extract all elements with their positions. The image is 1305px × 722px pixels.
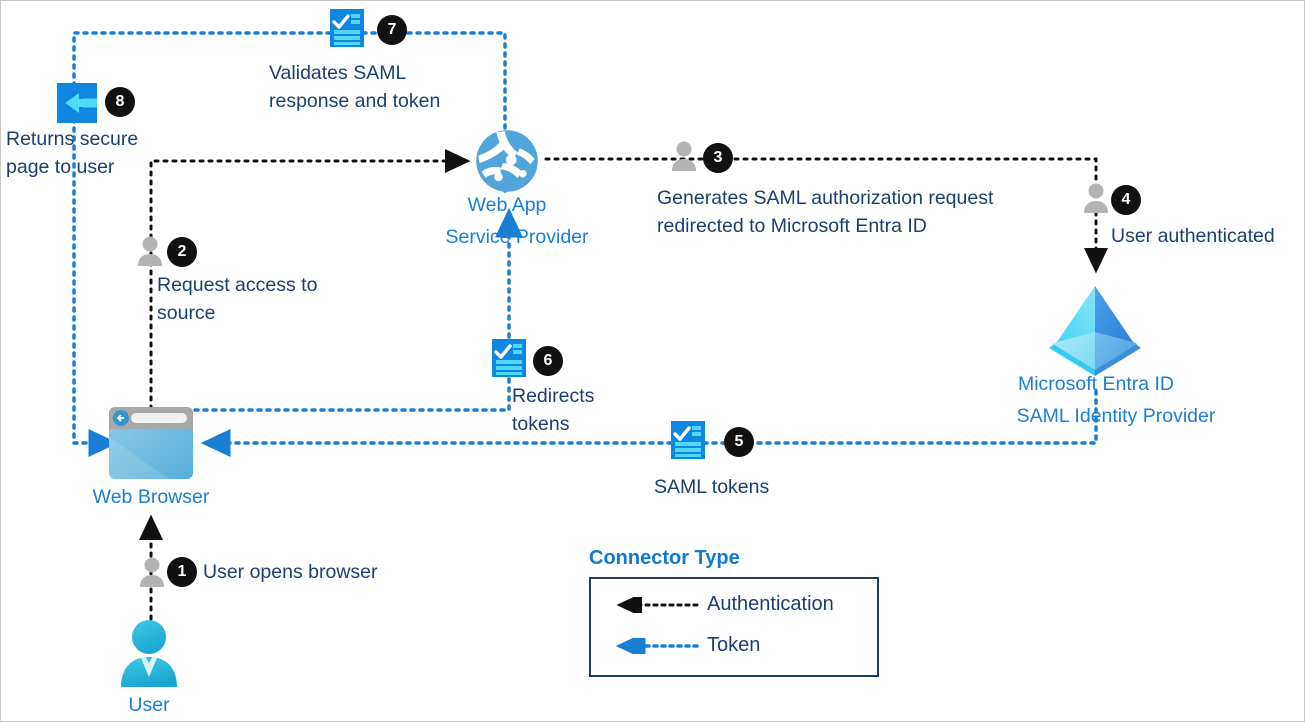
step-badge-7: 7 <box>377 15 407 45</box>
step-label-1: User opens browser <box>203 561 378 583</box>
person-icon-step2 <box>138 236 162 266</box>
token-list-icon-step7 <box>330 9 364 47</box>
legend-box <box>589 577 879 677</box>
connector-browser-to-webapp-token <box>193 207 523 412</box>
legend-swatch-authentication <box>616 597 699 613</box>
step-badge-1: 1 <box>167 557 197 587</box>
user-avatar-icon <box>121 620 177 687</box>
step-badge-8: 8 <box>105 87 135 117</box>
person-icon-step4 <box>1084 183 1108 213</box>
connector-webapp-to-browser-secure-page <box>72 31 507 457</box>
step-badge-3: 3 <box>703 143 733 173</box>
step-label-8-line2: page to user <box>6 156 115 178</box>
connector-entraid-to-browser-token <box>200 389 1098 457</box>
legend-swatch-token <box>615 638 699 654</box>
step-badge-2: 2 <box>167 237 197 267</box>
entraid-label-line1: Microsoft Entra ID <box>1017 373 1175 395</box>
entraid-label-line2: SAML Identity Provider <box>1016 405 1216 427</box>
person-icon-step3 <box>672 141 696 171</box>
step-label-2-line1: Request access to <box>157 274 318 296</box>
step-badge-5: 5 <box>724 427 754 457</box>
token-list-icon-step5 <box>671 421 705 459</box>
step-badge-4: 4 <box>1111 185 1141 215</box>
step-label-6-line1: Redirects <box>512 385 595 407</box>
entra-id-diamond-icon <box>1049 286 1141 376</box>
person-icon-step1 <box>140 557 164 587</box>
token-list-icon-step6 <box>492 339 526 377</box>
legend-label-token: Token <box>707 634 761 656</box>
step-label-3-line2: redirected to Microsoft Entra ID <box>657 215 927 237</box>
arrow-left-square-icon-step8 <box>57 83 97 123</box>
webapp-label-line2: Service Provider <box>445 226 589 248</box>
step-label-7-line2: response and token <box>269 90 441 112</box>
legend-label-authentication: Authentication <box>707 593 834 615</box>
step-label-2-line2: source <box>157 302 216 324</box>
connector-browser-to-webapp <box>149 149 471 411</box>
legend-title: Connector Type <box>589 547 740 569</box>
step-label-4: User authenticated <box>1111 225 1275 247</box>
globe-network-icon <box>476 130 538 192</box>
browser-window-icon <box>109 407 193 479</box>
webapp-label-line1: Web App <box>467 194 547 216</box>
user-label: User <box>128 694 170 716</box>
step-label-3-line1: Generates SAML authorization request <box>657 187 994 209</box>
step-label-5: SAML tokens <box>654 476 770 498</box>
step-label-7-line1: Validates SAML <box>269 62 407 84</box>
step-badge-6: 6 <box>533 346 563 376</box>
step-label-6-line2: tokens <box>512 413 570 435</box>
browser-label: Web Browser <box>92 486 210 508</box>
step-label-8-line1: Returns secure <box>6 128 139 150</box>
